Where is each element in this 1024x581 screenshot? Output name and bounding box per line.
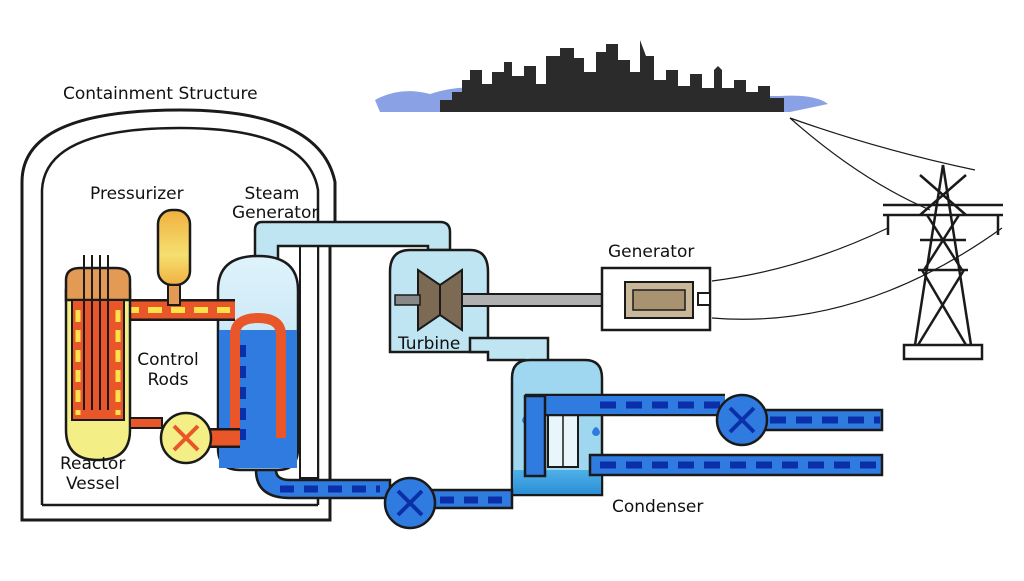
- reactor-vessel-label-2: Vessel: [66, 474, 120, 494]
- cooling-water-pipe-top: [525, 393, 725, 417]
- city-skyline: [375, 40, 828, 112]
- turbine-shaft-left: [394, 294, 421, 306]
- control-rods-label-2: Rods: [147, 370, 189, 390]
- reactor-vessel: [64, 255, 132, 462]
- transmission-tower: [883, 164, 1003, 361]
- condensate-drop: [592, 427, 600, 436]
- generator: [600, 266, 712, 332]
- buildings: [440, 40, 784, 112]
- containment-inner-wall: [40, 126, 320, 228]
- reactor-core: [71, 299, 125, 421]
- feedwater-loop: [254, 453, 514, 530]
- pressurizer-tank: [156, 208, 192, 287]
- control-rods-label-1: Control: [137, 350, 199, 370]
- cooling-water-loop: [523, 393, 884, 478]
- containment-label: Containment Structure: [63, 84, 258, 104]
- power-line-3: [711, 227, 889, 282]
- pressurizer-label: Pressurizer: [90, 184, 184, 204]
- turbine: [388, 248, 490, 354]
- generator-label: Generator: [608, 242, 695, 262]
- steam-generator-label-1: Steam: [244, 184, 300, 204]
- power-line-4: [711, 227, 1003, 320]
- steam-pipe: [253, 220, 452, 264]
- power-line-1: [789, 117, 976, 171]
- pressurizer: [156, 208, 192, 306]
- steam-pipe-wall-support: [299, 227, 319, 479]
- generator-terminal: [697, 292, 711, 306]
- turbine-label: Turbine: [398, 334, 461, 354]
- generator-body-inner: [632, 289, 686, 311]
- turbine-blades-right: [439, 268, 463, 332]
- steam-generator-tube: [230, 335, 286, 438]
- power-line-2: [789, 117, 931, 211]
- condenser-label: Condenser: [612, 497, 704, 517]
- primary-loop: [120, 299, 240, 448]
- steam-generator-label-2: Generator: [232, 203, 319, 223]
- generator-shaft: [461, 293, 623, 307]
- reactor-head: [64, 266, 132, 302]
- pressurizer-stem: [167, 284, 181, 306]
- primary-pump: [129, 411, 213, 465]
- reactor-vessel-label-1: Reactor: [60, 454, 126, 474]
